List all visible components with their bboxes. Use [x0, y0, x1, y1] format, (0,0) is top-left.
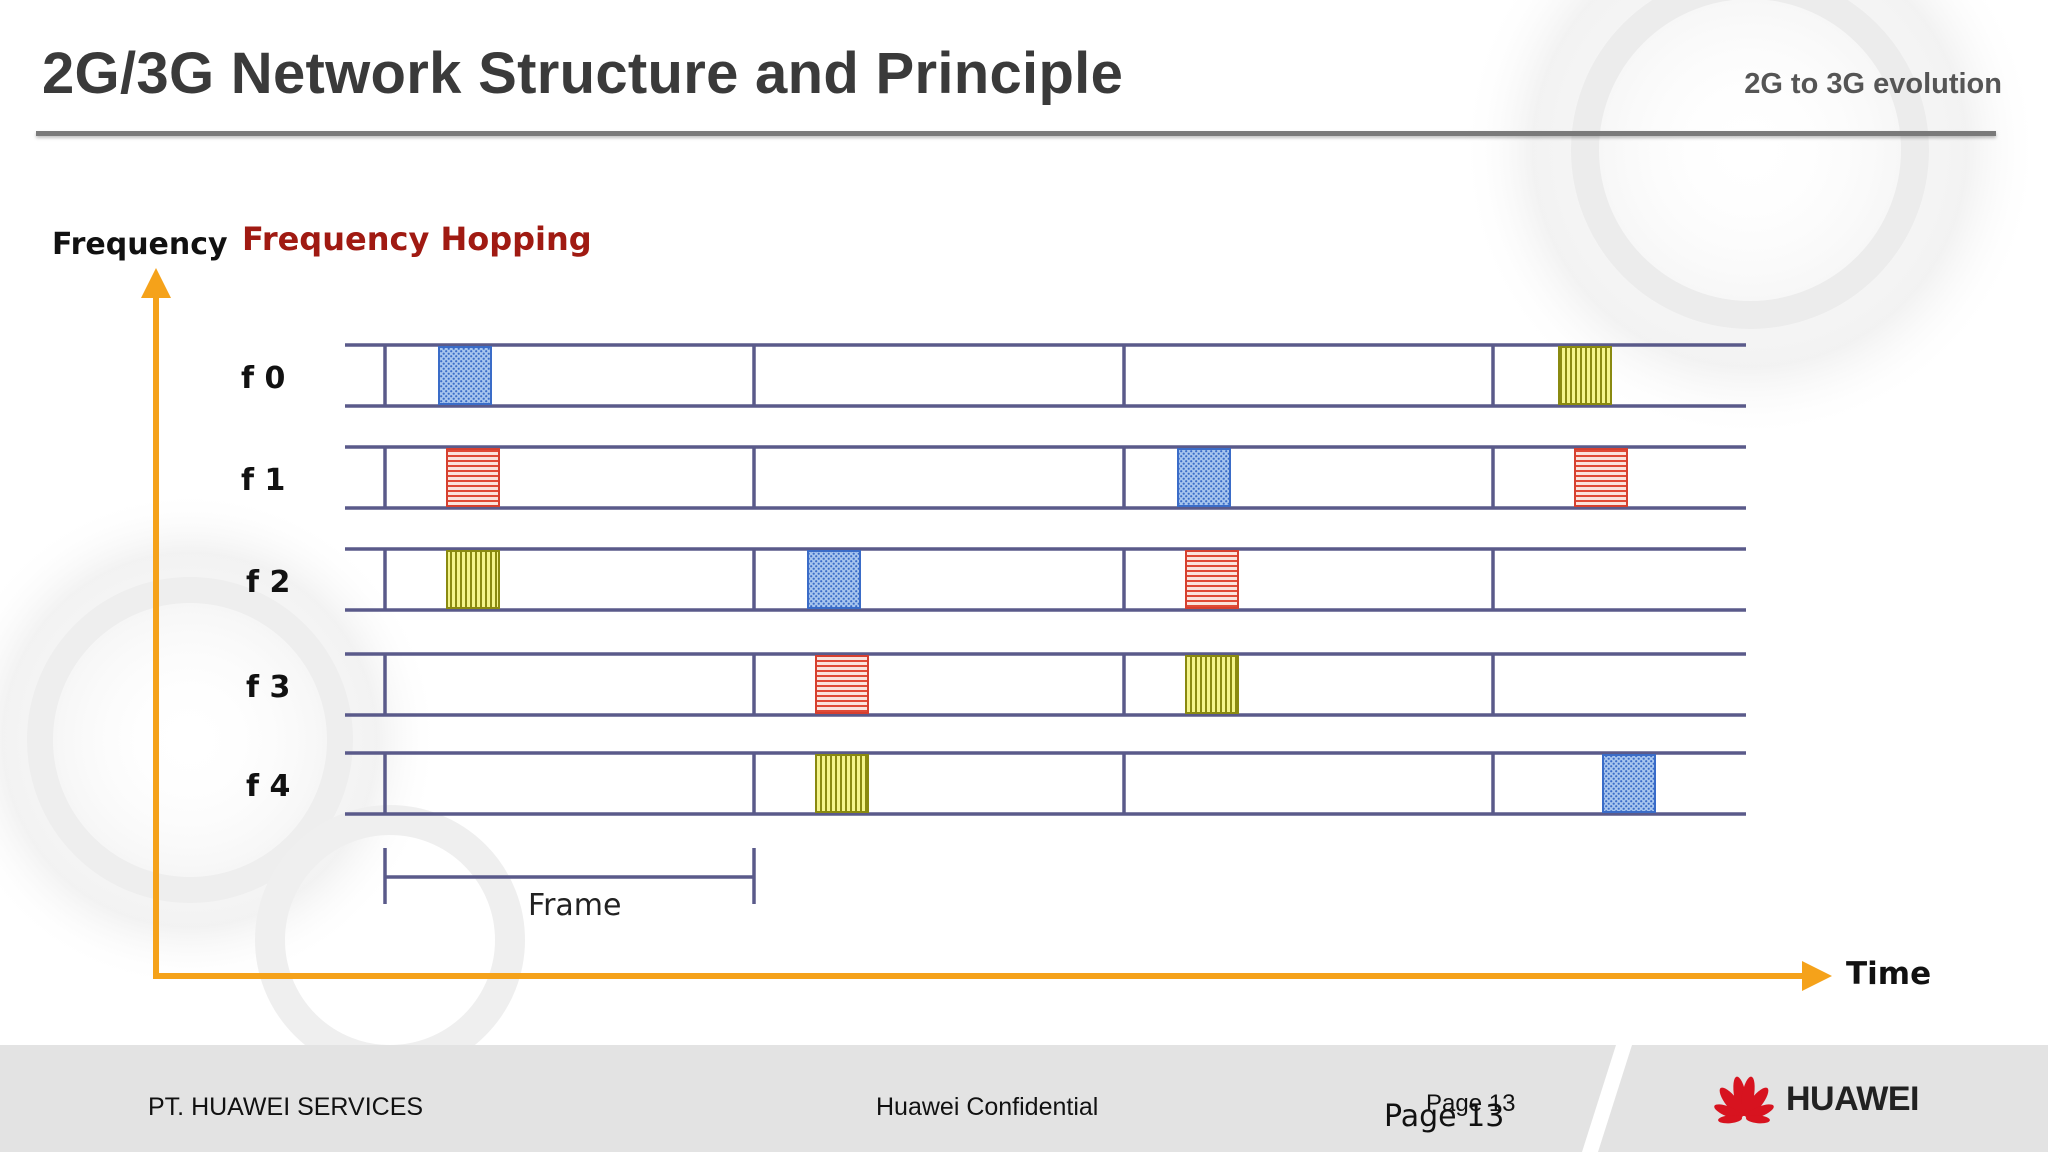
footer-company: PT. HUAWEI SERVICES	[148, 1093, 424, 1121]
burst-dotted	[1602, 754, 1656, 813]
title-divider	[36, 131, 1996, 136]
frequency-band	[345, 343, 1746, 408]
burst-horizontal	[446, 448, 500, 507]
footer-confidential: Huawei Confidential	[876, 1093, 1099, 1121]
frequency-axis-label: Frequency	[52, 227, 228, 262]
page-number-large: Page 13	[1384, 1099, 1505, 1134]
frame-label: Frame	[528, 888, 621, 923]
huawei-logo: HUAWEI	[1706, 1068, 1936, 1128]
frequency-band	[345, 652, 1746, 717]
burst-horizontal	[1185, 550, 1239, 609]
frequency-label: f 1	[241, 463, 285, 498]
burst-horizontal	[1574, 448, 1628, 507]
frequency-label: f 0	[241, 361, 285, 396]
burst-vertical	[1558, 346, 1612, 405]
burst-dotted	[438, 346, 492, 405]
burst-dotted	[1177, 448, 1231, 507]
burst-vertical	[815, 754, 869, 813]
frequency-band	[345, 547, 1746, 612]
frequency-grid: f 0 f 1 f 2 f 3 f 4	[241, 343, 1746, 816]
burst-dotted	[807, 550, 861, 609]
diagram-heading: Frequency Hopping	[242, 220, 592, 258]
frequency-band	[345, 751, 1746, 816]
burst-layer	[438, 346, 1656, 813]
burst-vertical	[446, 550, 500, 609]
page-number-small: Page 13	[1426, 1090, 1516, 1117]
frequency-label: f 4	[246, 769, 290, 804]
frequency-label: f 2	[246, 565, 290, 600]
huawei-flower-icon	[1714, 1076, 1774, 1124]
huawei-logo-text: HUAWEI	[1786, 1080, 1920, 1118]
time-axis-label: Time	[1846, 956, 1931, 992]
frequency-band	[345, 445, 1746, 510]
footer-divider	[1582, 1045, 1632, 1152]
page-title: 2G/3G Network Structure and Principle	[42, 41, 1124, 106]
footer-bar	[0, 1045, 2048, 1152]
frequency-label: f 3	[246, 670, 290, 705]
burst-vertical	[1185, 655, 1239, 714]
frame-bracket	[383, 848, 756, 904]
section-subtitle: 2G to 3G evolution	[1744, 68, 2002, 100]
burst-horizontal	[815, 655, 869, 714]
